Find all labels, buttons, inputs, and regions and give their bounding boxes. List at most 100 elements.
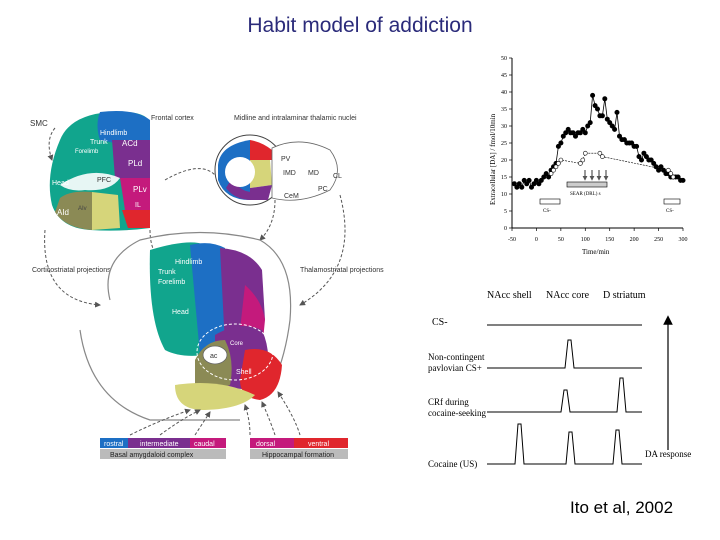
brain-outline-lower (79, 329, 240, 421)
data-point (590, 92, 596, 98)
data-point (582, 130, 588, 136)
y-tick-label: 0 (504, 226, 507, 232)
data-point (543, 171, 549, 177)
data-point (563, 130, 569, 136)
x-tick-label: -50 (508, 237, 516, 243)
data-point (660, 167, 666, 173)
data-point (511, 181, 517, 187)
label-il: IL (135, 202, 141, 209)
label-hindlimb-str: Hindlimb (175, 259, 202, 266)
data-point (546, 174, 552, 180)
infusion-arrows (582, 170, 609, 181)
thalamus-section (214, 134, 338, 206)
data-point (578, 161, 583, 166)
label-shell: Shell (236, 369, 252, 376)
y-tick-label: 50 (501, 56, 507, 62)
y-tick-label: 10 (501, 192, 507, 198)
data-point (602, 96, 608, 102)
cs-minus-marker-right (663, 198, 681, 205)
label-forelimb-top: Forelimb (75, 149, 99, 155)
label-head-top: Head (52, 180, 69, 187)
label-midline-thalamic: Midline and intralaminar thalamic nuclei (234, 115, 357, 122)
label-aiv: AIv (78, 206, 87, 212)
label-thalamostriatal: Thalamostriatal projections (300, 267, 384, 274)
legend-basal-amygdaloid: Basal amygdaloid complex (110, 452, 194, 459)
y-tick-label: 20 (501, 158, 507, 164)
data-point (577, 130, 583, 136)
y-tick-label: 15 (501, 175, 507, 181)
data-point (514, 184, 520, 190)
trace-cocaine (487, 423, 642, 465)
y-tick-label: 40 (501, 90, 507, 96)
cs-minus-label-left: CS- (543, 209, 551, 214)
slide-title: Habit model of addiction (247, 14, 473, 37)
da-response-label: DA response (645, 449, 691, 459)
brain-outline (107, 231, 292, 391)
data-point (531, 181, 537, 187)
data-point (621, 137, 627, 143)
data-point (553, 164, 559, 170)
x-tick-label: 150 (605, 237, 614, 243)
label-cl: CL (333, 173, 342, 180)
legend-hippocampal: Hippocampal formation (262, 452, 334, 459)
label-trunk-top: Trunk (90, 139, 108, 146)
y-tick-label: 25 (501, 141, 507, 147)
legend-ventral: ventral (308, 441, 329, 448)
legend (100, 438, 348, 459)
x-tick-label: 250 (654, 237, 663, 243)
cs-plus-annotation: SEAR (DRL) s (570, 192, 601, 197)
thalamus-to-striatum-arrow (259, 199, 276, 241)
x-axis-label: Time/min (582, 248, 610, 256)
data-point (541, 174, 547, 180)
cortex-thalamus-link (164, 168, 216, 181)
data-point (558, 157, 564, 163)
citation: Ito et al, 2002 (570, 498, 674, 517)
data-point (580, 126, 586, 132)
data-point (533, 177, 539, 183)
data-point (524, 181, 530, 187)
data-point (680, 177, 686, 183)
data-point (516, 181, 522, 187)
data-point (675, 174, 681, 180)
data-point (656, 167, 662, 173)
x-tick-label: 100 (581, 237, 590, 243)
data-point (555, 143, 561, 149)
data-point (519, 184, 525, 190)
x-tick-label: 200 (630, 237, 639, 243)
label-acd: ACd (122, 139, 138, 148)
data-point (526, 177, 532, 183)
da-response-panel: NAcc shell NAcc core D striatum CS- Non-… (428, 290, 691, 469)
data-point (600, 154, 605, 159)
label-smc: SMC (30, 119, 48, 128)
data-point (580, 157, 586, 163)
cs-plus-marker (566, 181, 608, 188)
brain-diagram: Hindlimb Trunk Forelimb ACd PLd Head PLv… (30, 111, 384, 459)
row-label-cs-minus: CS- (432, 317, 448, 328)
data-point (629, 140, 635, 146)
y-tick-label: 30 (501, 124, 507, 130)
data-point (582, 150, 588, 156)
data-point (585, 123, 591, 129)
legend-dorsal: dorsal (256, 441, 276, 448)
data-point (592, 103, 598, 109)
data-point (648, 157, 654, 163)
label-pfc: PFC (97, 177, 111, 184)
cs-minus-marker-left (539, 198, 561, 205)
x-tick-label: 50 (558, 237, 564, 243)
data-point (587, 120, 593, 126)
cs-minus-label-right: CS- (666, 209, 674, 214)
label-head-str: Head (172, 309, 189, 316)
data-point (551, 167, 556, 173)
y-tick-label: 5 (504, 209, 507, 215)
data-point (641, 150, 647, 156)
label-corticostriatal: Corticostriatal projections (32, 267, 111, 274)
smc-arrow (47, 127, 56, 161)
label-aid: AId (57, 208, 69, 217)
y-tick-label: 35 (501, 107, 507, 113)
label-imd: IMD (283, 170, 296, 177)
trace-crf (487, 377, 642, 413)
